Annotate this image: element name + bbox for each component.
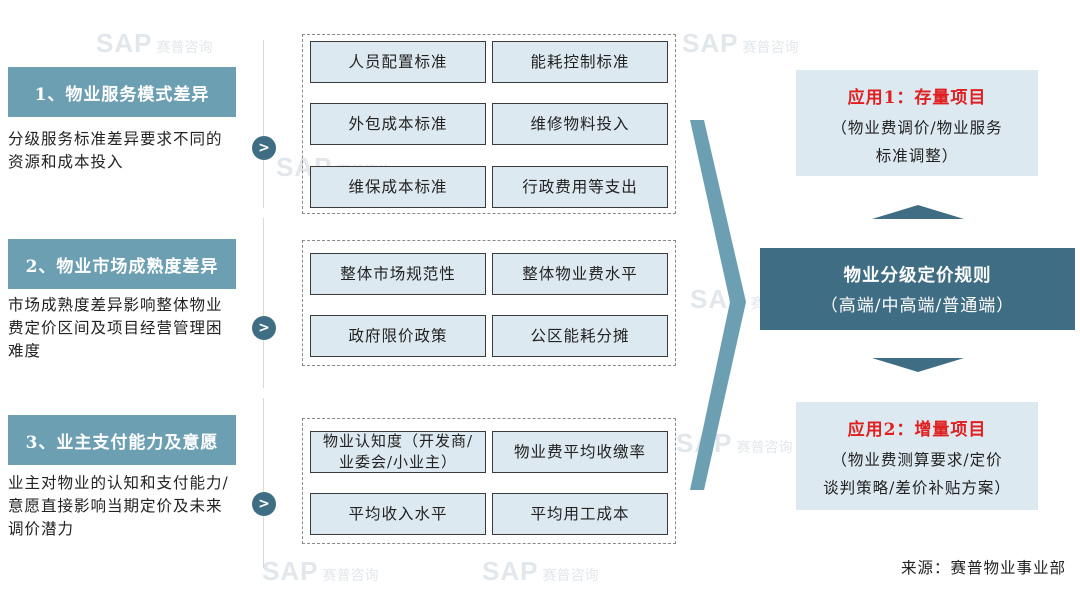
dimension-description: 分级服务标准差异要求不同的资源和成本投入	[8, 130, 223, 171]
pricing-rule-subtitle: （高端/中高端/普通端）	[820, 296, 1015, 316]
chevron-connector-icon	[690, 120, 746, 490]
factor-cell: 平均收入水平	[310, 493, 486, 535]
factor-cell: 平均用工成本	[492, 493, 668, 535]
application-title: 应用2：增量项目	[847, 420, 987, 440]
application-description: 标准调整）	[875, 147, 959, 165]
factor-group: 整体市场规范性 整体物业费水平 政府限价政策 公区能耗分摊	[302, 240, 676, 366]
factor-group: 人员配置标准 能耗控制标准 外包成本标准 维修物料投入 维保成本标准 行政费用等…	[302, 34, 676, 214]
factor-cell: 行政费用等支出	[492, 166, 668, 208]
triangle-up-icon	[872, 205, 964, 219]
factor-cell: 整体物业费水平	[492, 253, 668, 295]
application-box: 应用1：存量项目 （物业费调价/物业服务 标准调整）	[796, 70, 1038, 176]
factor-cell: 维保成本标准	[310, 166, 486, 208]
dimension-title: 2、物业市场成熟度差异	[8, 239, 236, 289]
dimension-title: 3、业主支付能力及意愿	[8, 415, 236, 465]
factor-cell: 整体市场规范性	[310, 253, 486, 295]
factor-cell: 物业费平均收缴率	[492, 431, 668, 473]
source-note: 来源：赛普物业事业部	[900, 559, 1066, 577]
factor-cell: 人员配置标准	[310, 41, 486, 83]
factor-group: 物业认知度（开发商/业委会/小业主） 物业费平均收缴率 平均收入水平 平均用工成…	[302, 418, 676, 544]
factor-cell: 维修物料投入	[492, 103, 668, 145]
factor-cell: 能耗控制标准	[492, 41, 668, 83]
chevron-right-icon: >	[252, 316, 276, 340]
factor-cell: 公区能耗分摊	[492, 315, 668, 357]
application-box: 应用2：增量项目 （物业费测算要求/定价 谈判策略/差价补贴方案）	[796, 402, 1038, 510]
factor-cell: 外包成本标准	[310, 103, 486, 145]
chevron-right-icon: >	[252, 492, 276, 516]
application-title: 应用1：存量项目	[847, 88, 987, 108]
separator-line	[263, 398, 264, 568]
application-description: （物业费调价/物业服务	[831, 119, 1003, 137]
application-description: （物业费测算要求/定价	[831, 451, 1003, 469]
triangle-down-icon	[872, 358, 964, 372]
pricing-rule-title: 物业分级定价规则	[843, 266, 992, 286]
chevron-right-icon: >	[252, 136, 276, 160]
factor-cell: 物业认知度（开发商/业委会/小业主）	[310, 431, 486, 473]
factor-cell: 政府限价政策	[310, 315, 486, 357]
dimension-title: 1、物业服务模式差异	[8, 67, 236, 117]
separator-line	[263, 40, 264, 208]
pricing-rule-box: 物业分级定价规则 （高端/中高端/普通端）	[760, 248, 1075, 330]
dimension-description: 市场成熟度差异影响整体物业费定价区间及项目经营管理困难度	[8, 296, 223, 360]
separator-line	[263, 218, 264, 388]
application-description: 谈判策略/差价补贴方案）	[823, 479, 1011, 497]
dimension-description: 业主对物业的认知和支付能力/意愿直接影响当期定价及未来调价潜力	[8, 474, 229, 538]
